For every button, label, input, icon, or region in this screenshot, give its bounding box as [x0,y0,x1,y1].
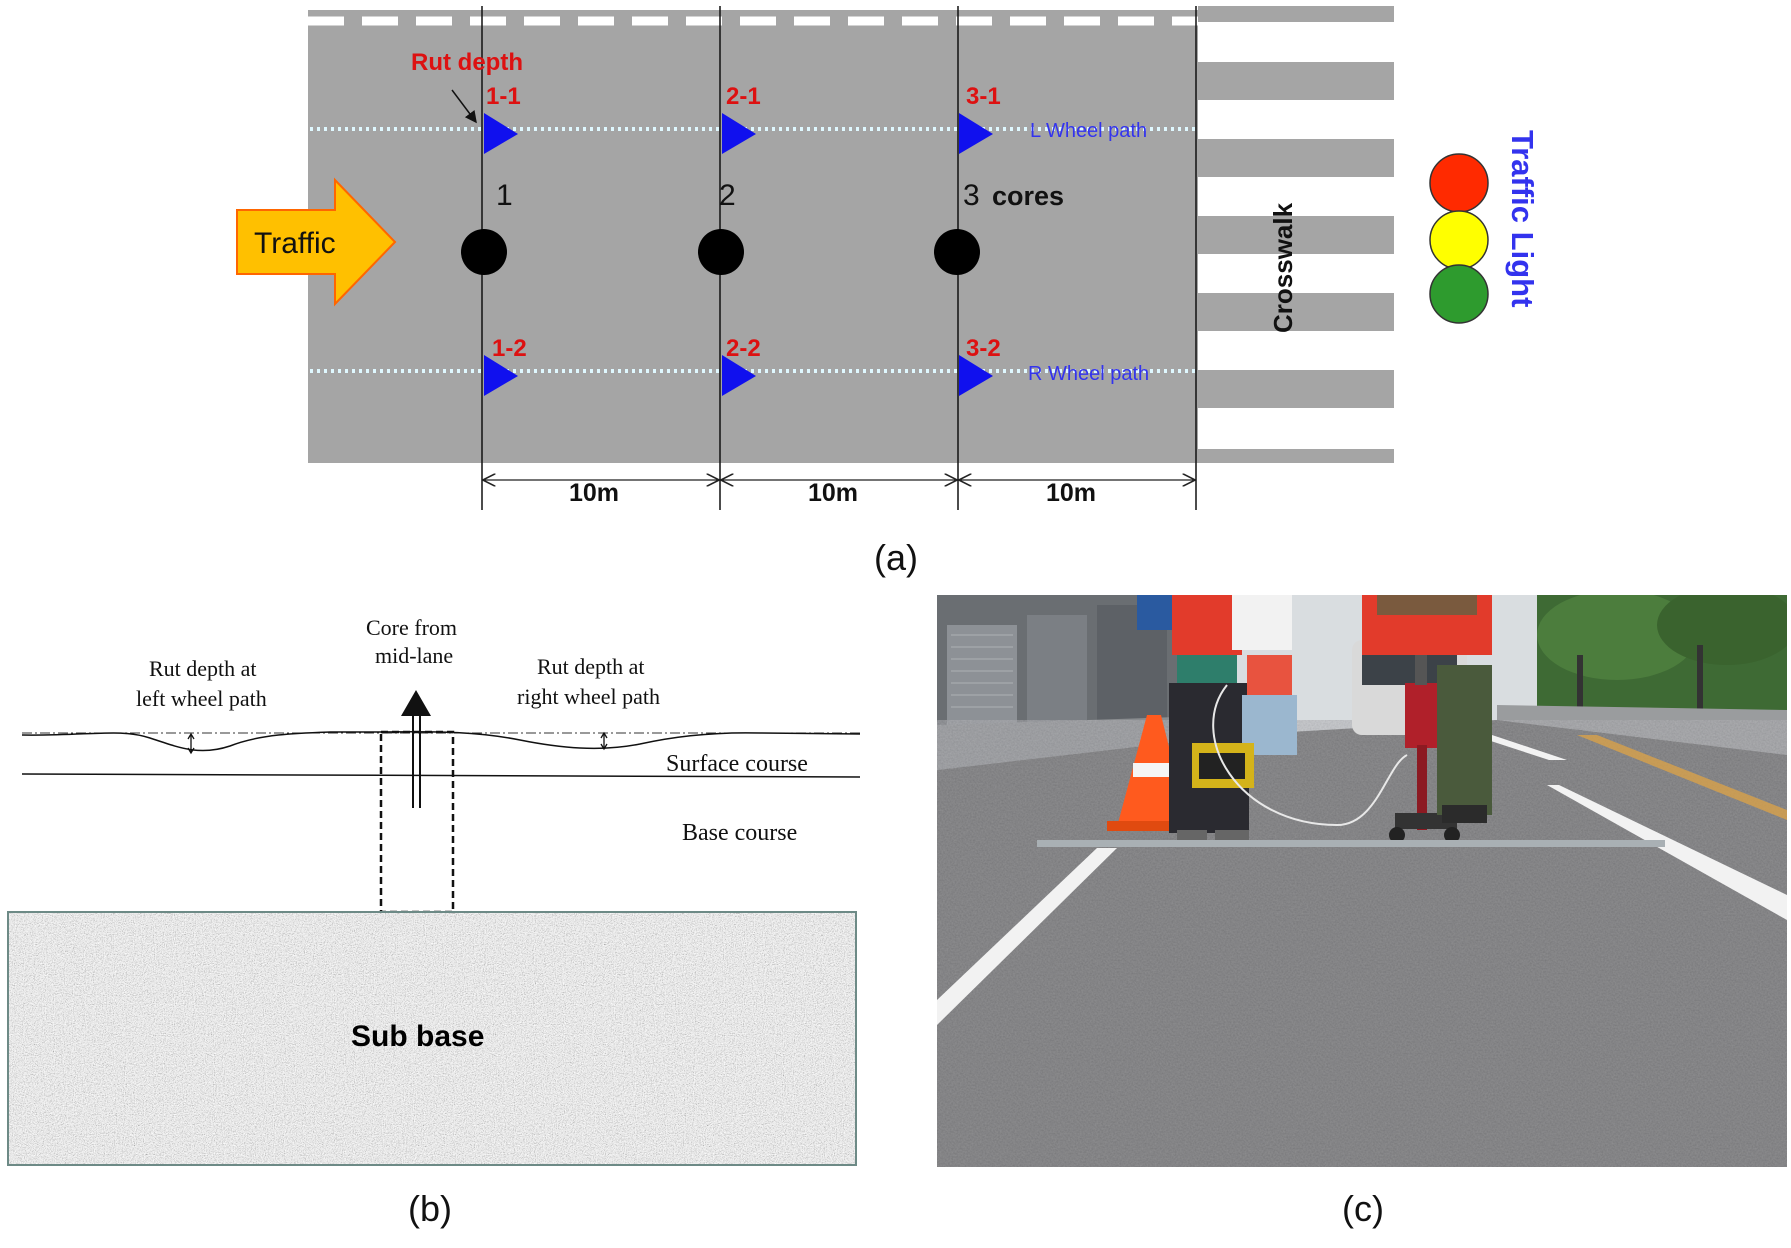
marker-1-1 [484,113,518,154]
rut-depth-pointer [451,89,477,124]
marker-2-2 [722,355,756,396]
worker-middle [1192,655,1297,788]
base-course-label: Base course [682,820,797,846]
traffic-light-icon [1429,153,1489,324]
spacing-label-1: 10m [569,479,619,507]
spacing-label-2: 10m [808,479,858,507]
straightedge-bar [1037,840,1665,847]
left-wheelpath-label: L Wheel path [1030,120,1147,142]
marker-label-3-1: 3-1 [966,83,1001,110]
marker-label-1-2: 1-2 [492,335,527,362]
marker-label-3-2: 3-2 [966,335,1001,362]
yellow-light-icon [1429,210,1489,270]
core-number-1: 1 [496,179,513,212]
panel-b: Rut depth at left wheel path Rut depth a… [7,615,861,1229]
sub-base-label: Sub base [351,1020,484,1053]
left-wheelpath-markers [484,113,993,154]
core-number-3: 3 [963,179,980,212]
worker-right [1362,595,1492,823]
panel-c-photo [937,595,1787,1167]
sub-base-border [7,911,857,1166]
marker-label-2-1: 2-1 [726,83,761,110]
marker-label-1-1: 1-1 [486,83,521,110]
core-label-line2: mid-lane [375,643,453,668]
sub-base-layer [8,912,856,1165]
marker-2-1 [722,113,756,154]
surface-course-label: Surface course [666,751,808,777]
core-extraction-arrow-icon [401,690,431,808]
traffic-label: Traffic [254,227,336,260]
left-rut-label-line2: left wheel path [136,686,267,711]
panel-b-caption: (b) [408,1188,452,1229]
core-drill-machine [1389,645,1460,843]
crosswalk-label: Crosswalk [1268,202,1298,333]
core-sample-outline [379,730,455,914]
marker-3-1 [959,113,993,154]
red-light-icon [1429,153,1489,213]
marker-3-2 [959,355,993,396]
rut-gauge-right-icon [600,731,608,751]
core-label-line1: Core from [366,615,457,640]
spacing-label-3: 10m [1046,479,1096,507]
right-rut-label-line1: Rut depth at [537,654,645,679]
marker-1-2 [484,355,518,396]
core-1 [461,229,507,275]
panel-c-caption: (c) [1342,1188,1384,1229]
right-wheelpath-markers [484,355,993,396]
traffic-arrow: Traffic [236,177,397,307]
rutted-surface-profile [21,730,861,752]
core-number-2: 2 [719,179,736,212]
road-surface [308,10,1198,463]
panel-a: Crosswalk 1 2 3 cores 1-1 [236,6,1540,578]
cores-label: cores [992,181,1064,211]
panel-a-caption: (a) [874,537,918,578]
core-3 [934,229,980,275]
surface-base-interface [21,773,861,778]
core-2 [698,229,744,275]
green-light-icon [1429,264,1489,324]
traffic-light-label: Traffic Light [1505,130,1540,307]
marker-label-2-2: 2-2 [726,335,761,362]
right-rut-label-line2: right wheel path [517,684,660,709]
rut-gauge-left-icon [187,732,195,755]
crosswalk-stripes [1198,6,1394,463]
right-wheelpath-label: R Wheel path [1028,363,1149,385]
left-rut-label-line1: Rut depth at [149,656,257,681]
rut-depth-label: Rut depth [411,49,523,76]
